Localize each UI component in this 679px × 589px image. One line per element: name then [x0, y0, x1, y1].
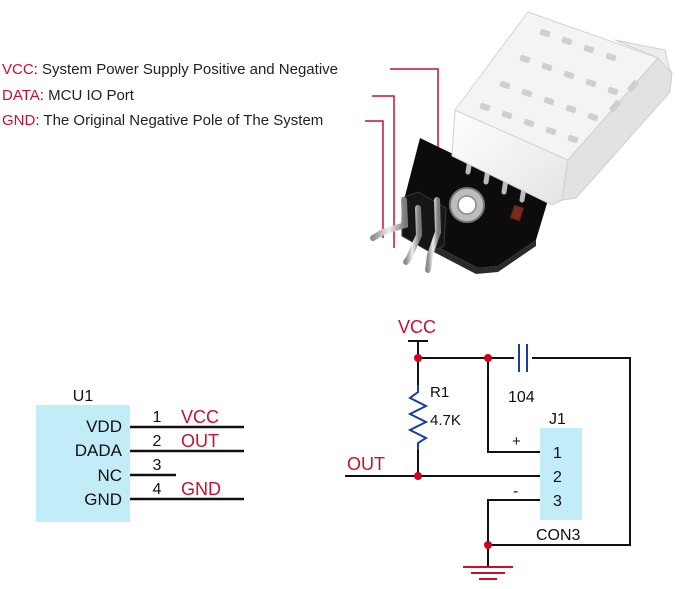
wire-plus: [487, 358, 540, 453]
r1-value: 4.7K: [430, 412, 461, 429]
resistor-r1: [407, 385, 429, 450]
plus-sign: +: [512, 433, 521, 450]
j1-name: CON3: [536, 527, 581, 544]
ground-symbol: [463, 566, 513, 580]
u1-pin-lines: [130, 425, 244, 501]
j1-pin-number: 3: [553, 493, 562, 510]
u1-net-label: GND: [181, 479, 221, 499]
junction-dot: [414, 354, 422, 362]
j1-pin-number: 1: [553, 445, 562, 462]
legend-data: DATA: MCU IO Port: [2, 87, 134, 104]
legend-gnd: GND: The Original Negative Pole of The S…: [2, 112, 323, 129]
circuit-schematic: VCC R1 4.7K 104 OUT: [345, 317, 631, 580]
pin-data: [403, 205, 423, 265]
vcc-label: VCC: [398, 317, 436, 337]
leader-data: [372, 95, 395, 248]
legend-description: The Original Negative Pole of The System: [43, 112, 324, 129]
legend-separator: :: [35, 112, 44, 129]
leader-gnd: [365, 120, 384, 238]
cap-value: 104: [508, 389, 535, 406]
legend-pin-label: DATA: [2, 87, 40, 104]
legend-pin-label: VCC: [2, 61, 34, 78]
legend-separator: :: [39, 87, 49, 104]
u1-net-label: OUT: [181, 431, 219, 451]
junctions: [414, 354, 492, 549]
sensor-module: [370, 11, 673, 274]
u1-pin-name: NC: [97, 466, 122, 485]
u1-net-label: VCC: [181, 407, 219, 427]
legend-description: MCU IO Port: [48, 87, 134, 104]
u1-pin-name: VDD: [86, 417, 122, 436]
j1-ref: J1: [549, 411, 566, 428]
pin-vcc: [425, 197, 442, 273]
legend-description: System Power Supply Positive and Negativ…: [42, 61, 338, 78]
minus-sign: -: [513, 483, 518, 500]
legend-vcc: VCC: System Power Supply Positive and Ne…: [2, 61, 338, 78]
u1-pin-number: 2: [153, 433, 162, 450]
junction-dot: [414, 472, 422, 480]
junction-dot: [484, 541, 492, 549]
wires: [345, 357, 631, 566]
wire-minus: [487, 499, 540, 545]
u1-pin-name: DADA: [75, 441, 123, 460]
legend-separator: :: [33, 61, 43, 78]
wire-cap-right: [488, 357, 631, 546]
u1-schematic: U1 VDD DADA NC GND 1 2 3 4 VCC OUT GND: [36, 388, 244, 522]
sensor-grille: [479, 28, 639, 144]
r1-ref: R1: [430, 384, 449, 401]
u1-pin-number: 4: [153, 481, 162, 498]
u1-pin-number: 3: [153, 457, 162, 474]
u1-pin-number: 1: [153, 409, 162, 426]
sensor-pins: [370, 197, 442, 273]
pin-gnd: [370, 197, 409, 241]
junction-dot: [484, 354, 492, 362]
out-label: OUT: [347, 454, 385, 474]
u1-pin-name: GND: [84, 490, 122, 509]
j1-pin-number: 2: [553, 469, 562, 486]
u1-chip-body: [36, 405, 130, 522]
capacitor-c: [518, 344, 528, 372]
legend-pin-label: GND: [2, 112, 36, 129]
pcb-resistor: [509, 204, 525, 222]
u1-ref: U1: [73, 388, 94, 405]
j1-connector-body: [540, 428, 582, 520]
